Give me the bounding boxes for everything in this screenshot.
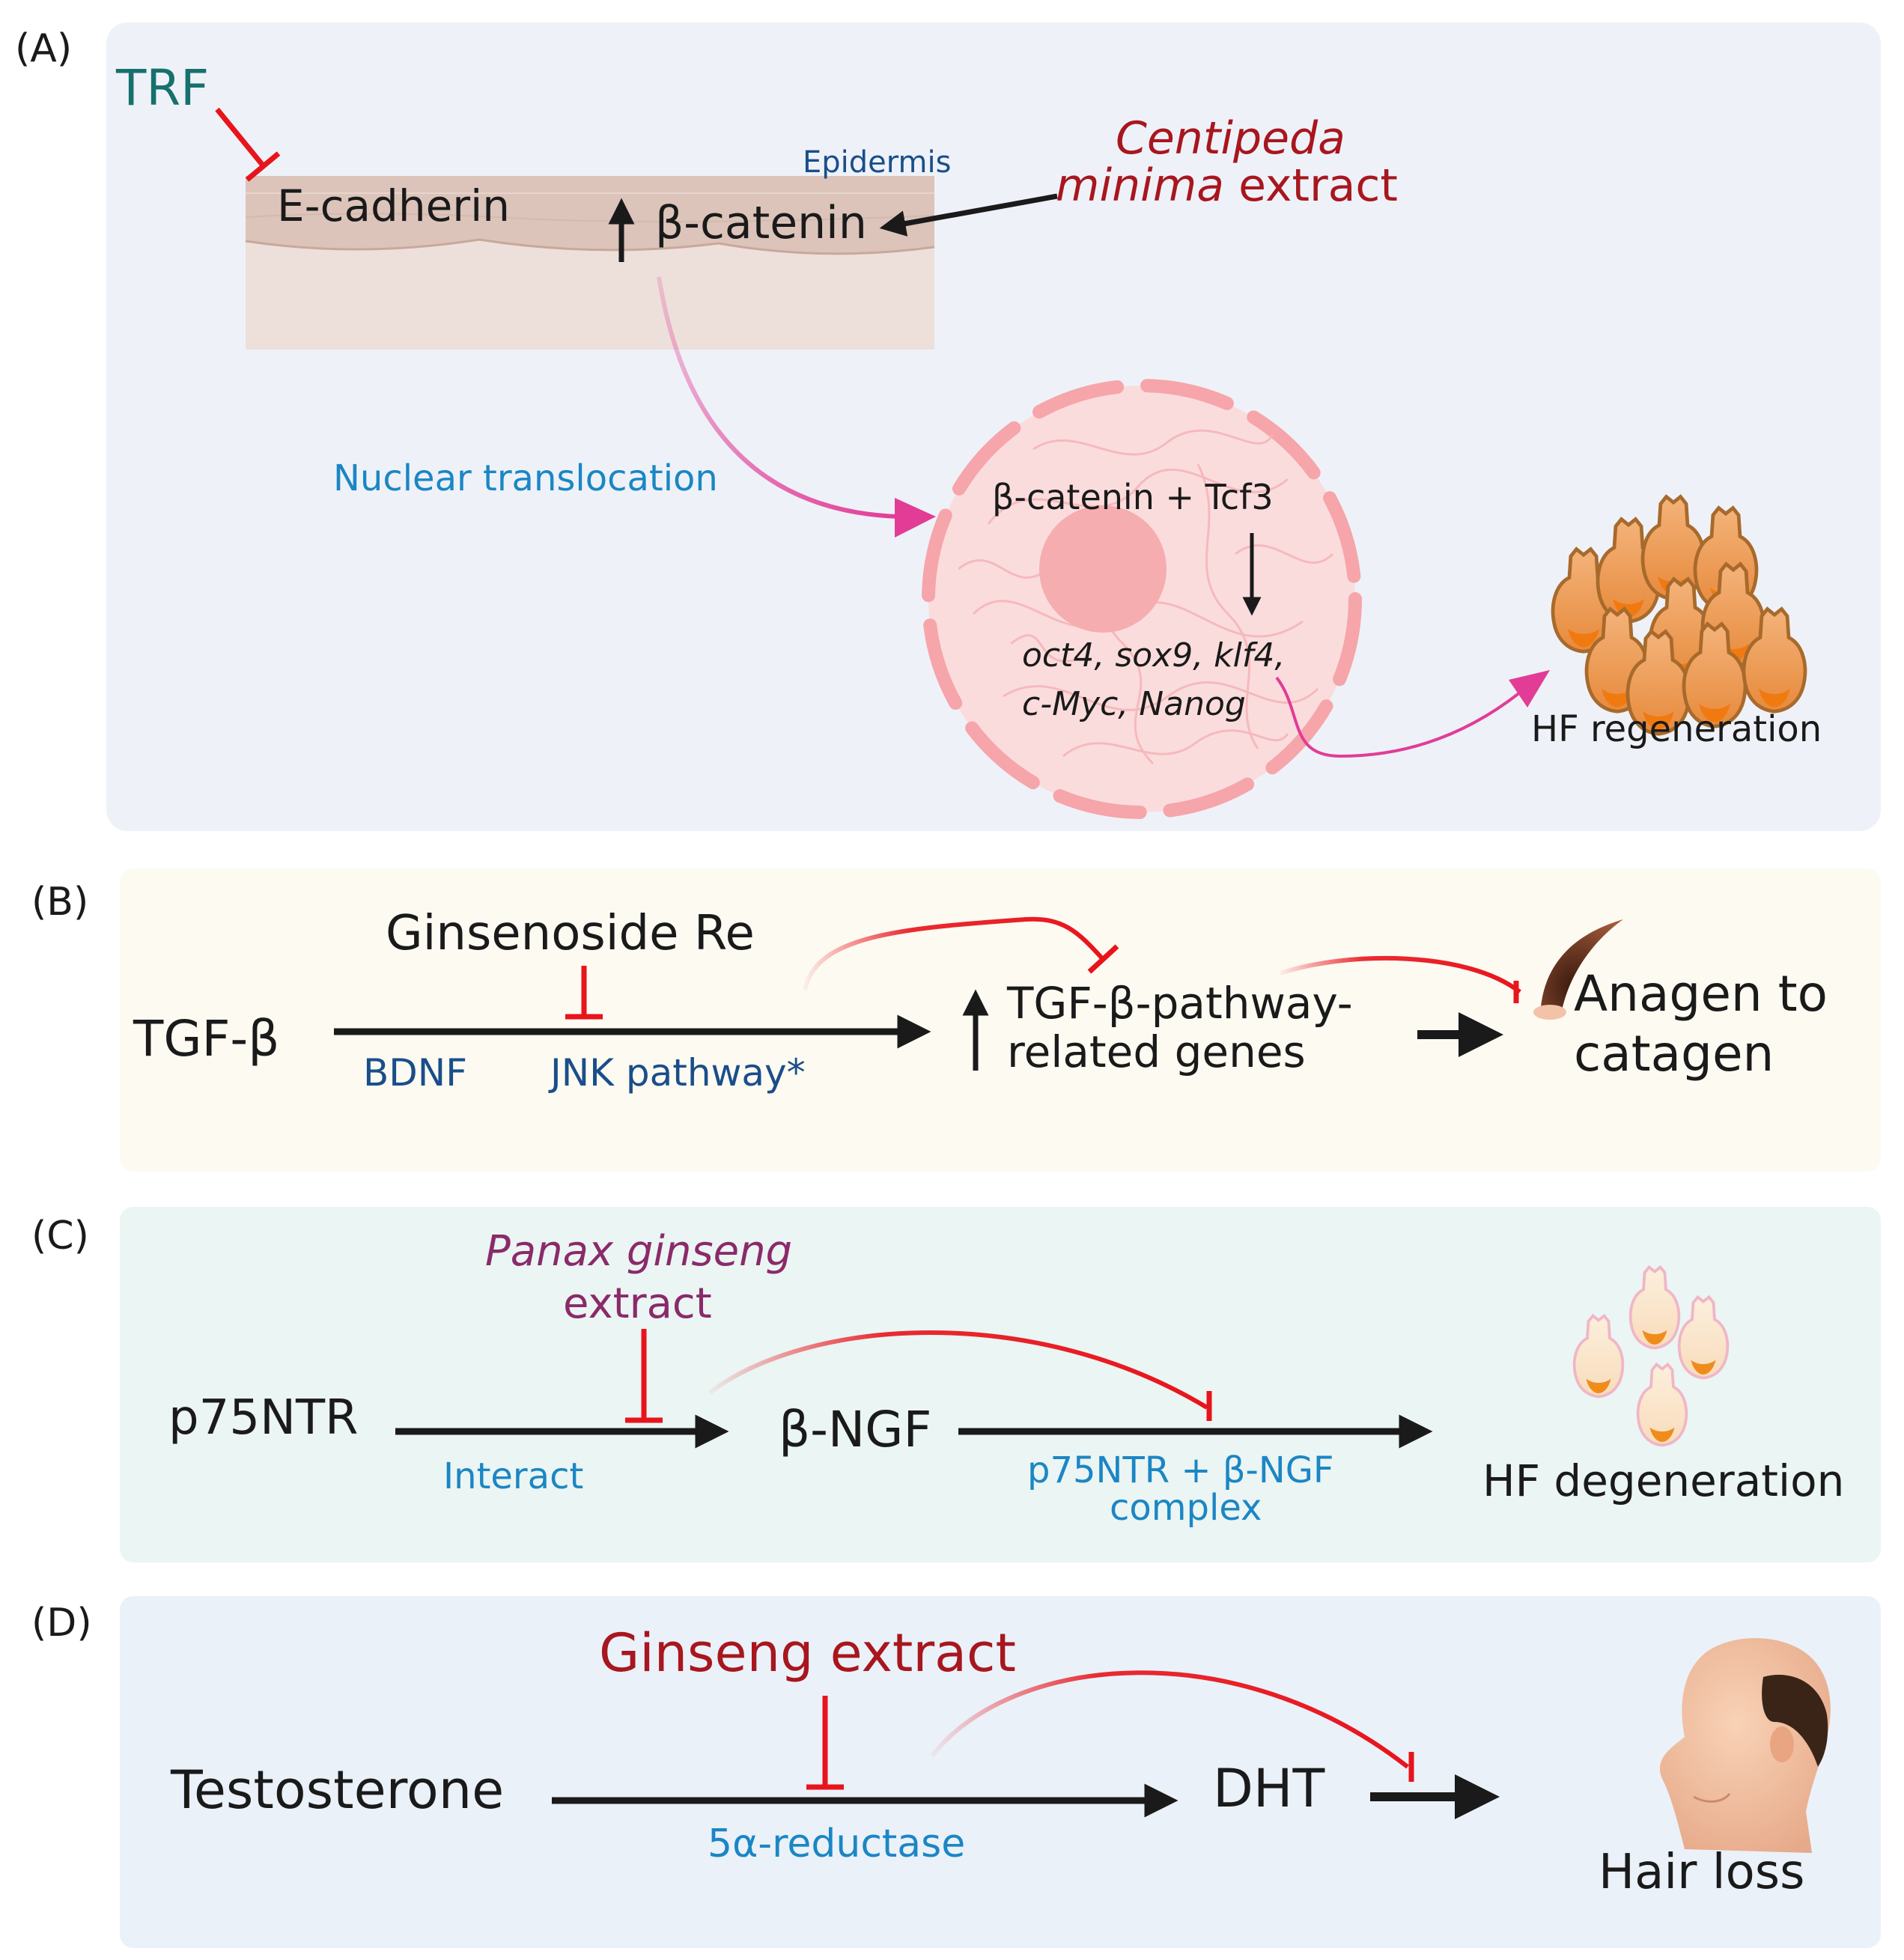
regeneration-arrowhead (1509, 670, 1550, 707)
beta-ngf-label: β-NGF (779, 1401, 931, 1458)
epidermis-skin-block (245, 176, 935, 350)
panax-complex-inhibition-curve (708, 1330, 1208, 1410)
hf-regeneration-label: HF regeneration (1531, 708, 1822, 750)
dht-label: DHT (1213, 1758, 1325, 1819)
e-cadherin-label: E-cadherin (277, 180, 510, 231)
epidermis-label: Epidermis (803, 145, 951, 180)
panax-ginseng-label: Panax ginseng (485, 1227, 792, 1276)
anagen-to-catagen-line1: Anagen to (1574, 965, 1828, 1023)
nuclear-translocation-arrow (657, 276, 899, 519)
hair-follicles-degenerating (1572, 1264, 1730, 1447)
complex-line1: p75NTR + β-NGF (1027, 1449, 1334, 1491)
panax-inhibition-line (625, 1329, 663, 1423)
beta-catenin-label: β-catenin (655, 197, 867, 249)
ginsenoside-inhibition-line (565, 966, 603, 1020)
ginseng-inhibition-line (806, 1696, 844, 1790)
nuclear-translocation-arrowhead (895, 498, 936, 538)
beta-catenin-tcf3-label: β-catenin + Tcf3 (992, 477, 1274, 517)
reductase-label: 5α-reductase (708, 1821, 965, 1866)
complex-line2: complex (1110, 1487, 1262, 1529)
degenerating-follicle-icon (1677, 1294, 1730, 1380)
nuclear-translocation-label: Nuclear translocation (333, 457, 718, 499)
ginseng-hairloss-inhibition-curve (930, 1670, 1409, 1769)
balding-head-icon (1660, 1638, 1831, 1853)
tgf-genes-line2: related genes (1007, 1026, 1306, 1077)
hair-loss-label: Hair loss (1599, 1845, 1804, 1900)
interact-label: Interact (443, 1455, 583, 1497)
anagen-inhibition-curve (1280, 955, 1521, 994)
hair-follicle-icon (1682, 621, 1748, 728)
p75ntr-label: p75NTR (168, 1390, 359, 1446)
hair-follicle-icon (1742, 606, 1807, 713)
anagen-to-catagen-line2: catagen (1574, 1025, 1774, 1083)
hair-follicle-icon (1551, 547, 1616, 654)
tgf-genes-line1: TGF-β-pathway- (1006, 978, 1353, 1029)
panel-a-label: (A) (15, 26, 72, 71)
target-genes-line1: oct4, sox9, klf4, (1022, 636, 1285, 675)
panel-d-label: (D) (31, 1601, 92, 1646)
testosterone-label: Testosterone (170, 1759, 504, 1821)
hair-strand-icon (1533, 919, 1623, 1020)
panel-d-background (120, 1596, 1881, 1948)
panel-c-label: (C) (31, 1214, 89, 1259)
ginsenoside-genes-inhibition-curve (803, 916, 1104, 990)
panax-extract-label: extract (563, 1279, 712, 1328)
genes-inhibition-bar (1087, 944, 1119, 974)
minima-extract-label: minima extract (1056, 159, 1398, 212)
trf-inhibition-line (215, 107, 281, 182)
degenerating-follicle-icon (1636, 1362, 1688, 1447)
bdnf-label: BDNF (363, 1051, 467, 1095)
centipeda-italic: Centipeda (1116, 112, 1345, 165)
centipeda-activation-arrow (879, 193, 1058, 237)
tgf-beta-label: TGF-β (133, 1010, 279, 1068)
nucleus (922, 379, 1362, 819)
hair-follicle-icon (1625, 629, 1691, 736)
degenerating-follicle-icon (1572, 1313, 1625, 1399)
panel-c-background (120, 1207, 1881, 1562)
ginseng-extract-label: Ginseng extract (599, 1622, 1016, 1684)
ginsenoside-re-label: Ginsenoside Re (386, 906, 755, 961)
target-genes-line2: c-Myc, Nanog (1022, 685, 1246, 723)
regeneration-arrow (1275, 676, 1521, 758)
panel-b-label: (B) (31, 880, 88, 925)
panel-b-background (120, 868, 1881, 1172)
hf-degeneration-label: HF degeneration (1482, 1455, 1844, 1506)
hair-follicles-regenerating (1551, 494, 1807, 736)
trf-label: TRF (115, 59, 209, 117)
degenerating-follicle-icon (1628, 1264, 1681, 1350)
jnk-pathway-label: JNK pathway* (548, 1051, 806, 1095)
